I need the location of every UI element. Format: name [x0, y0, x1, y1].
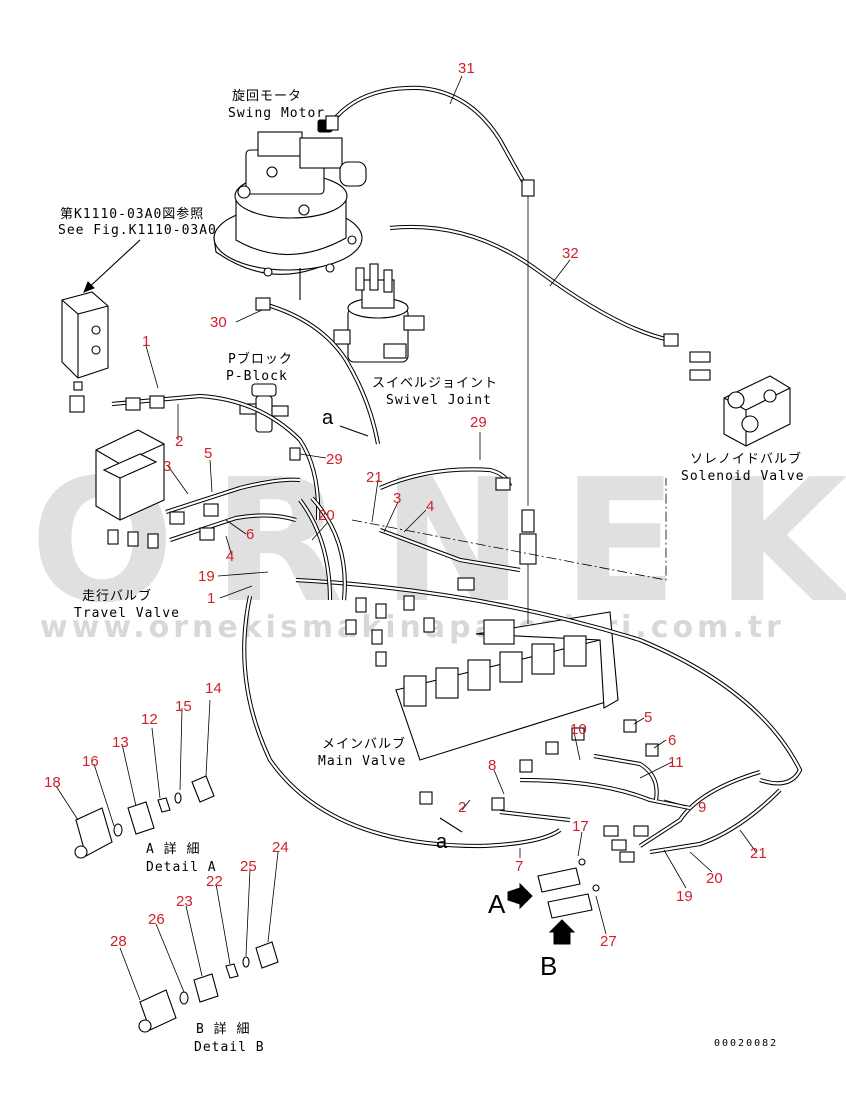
view-arrow-b	[548, 919, 576, 945]
leader-lines	[55, 75, 757, 1001]
swivel-joint-label-jp: スイベルジョイント	[372, 376, 498, 391]
callout-30: 30	[210, 314, 227, 331]
callout-10: 10	[570, 721, 587, 738]
p-block-label-jp: Pブロック	[228, 351, 293, 367]
pilot-fitting-lower	[521, 509, 535, 533]
drawing-code: 00020082	[714, 1038, 778, 1049]
callout-18: 18	[44, 774, 61, 791]
callout-15: 15	[175, 698, 192, 715]
detail-a-label-en: Detail A	[146, 860, 217, 875]
callout-29-b: 29	[470, 414, 487, 431]
callout-5-b: 5	[644, 709, 652, 726]
callout-6-a: 6	[246, 526, 254, 543]
callout-14: 14	[205, 680, 222, 697]
callout-17: 17	[572, 818, 589, 835]
detail-b	[138, 941, 279, 1033]
main-valve	[395, 611, 619, 761]
callout-5-a: 5	[204, 445, 212, 462]
callout-4-b: 4	[426, 498, 434, 515]
callout-19-a: 19	[198, 568, 215, 585]
swing-motor-label-jp: 旋回モータ	[232, 89, 302, 104]
solenoid-valve	[689, 351, 791, 447]
callout-6-b: 6	[668, 732, 676, 749]
section-arrow-bottom	[439, 817, 463, 833]
callout-7: 7	[515, 858, 523, 875]
hose-routing	[111, 85, 803, 855]
view-label-b: B	[540, 951, 557, 981]
callout-1-a: 1	[142, 333, 150, 350]
callout-28: 28	[110, 933, 127, 950]
pilot-adapter	[519, 533, 537, 565]
callout-20-a: 20	[318, 507, 335, 524]
callout-12: 12	[141, 711, 158, 728]
section-a-top: a	[322, 407, 334, 429]
callout-1-b: 1	[207, 590, 215, 607]
callout-32: 32	[562, 245, 579, 262]
callout-9: 9	[698, 799, 706, 816]
detail-b-label-en: Detail B	[194, 1040, 265, 1055]
p-block-label-en: P-Block	[226, 369, 288, 384]
callout-13: 13	[112, 734, 129, 751]
section-a-bottom: a	[436, 831, 448, 853]
solenoid-valve-label-jp: ソレノイドバルブ	[690, 451, 802, 467]
callout-21-a: 21	[366, 469, 383, 486]
callout-31: 31	[458, 60, 475, 77]
fittings-row	[125, 395, 659, 863]
swivel-joint-label-en: Swivel Joint	[386, 393, 492, 408]
swivel-joint	[333, 263, 425, 363]
callout-16: 16	[82, 753, 99, 770]
callout-2-a: 2	[175, 433, 183, 450]
coupler-a	[537, 858, 586, 893]
see-fig-label-en: See Fig.K1110-03A0	[58, 223, 217, 238]
swing-motor-label-en: Swing Motor	[228, 106, 325, 121]
callout-3-b: 3	[393, 490, 401, 507]
callout-2-b: 2	[458, 799, 466, 816]
connection-line	[351, 478, 667, 581]
callout-4-a: 4	[226, 548, 234, 565]
callout-26: 26	[148, 911, 165, 928]
watermark-brand: ORNEK	[30, 443, 846, 641]
callout-27: 27	[600, 933, 617, 950]
see-fig-label-jp: 第K1110-03A0図参照	[60, 206, 204, 222]
callout-3-a: 3	[163, 458, 171, 475]
callout-21-b: 21	[750, 845, 767, 862]
view-arrow-a	[507, 882, 533, 910]
main-valve-label-jp: メインバルブ	[322, 736, 406, 752]
callout-20-b: 20	[706, 870, 723, 887]
callout-19-b: 19	[676, 888, 693, 905]
view-label-a: A	[488, 889, 506, 919]
hose-end-31	[325, 115, 339, 131]
solenoid-valve-label-en: Solenoid Valve	[681, 469, 805, 484]
pilot-fitting	[521, 179, 535, 197]
swing-motor	[213, 119, 367, 300]
callout-29-a: 29	[326, 451, 343, 468]
coupler-b	[547, 884, 600, 919]
detail-a-label-jp: A 詳 細	[146, 841, 200, 857]
callout-22: 22	[206, 873, 223, 890]
travel-valve-label-jp: 走行バルブ	[82, 588, 152, 604]
pilot-block	[61, 291, 109, 413]
callout-numbers: 1 1 2 2 3 3 4 4 5 5 6 6 7 8 9 10 11 12 1…	[44, 60, 767, 950]
travel-valve	[95, 429, 165, 549]
callout-24: 24	[272, 839, 289, 856]
travel-valve-label-en: Travel Valve	[74, 606, 180, 621]
detail-a	[74, 775, 215, 859]
hose-end-32	[663, 333, 679, 347]
callout-23: 23	[176, 893, 193, 910]
watermark-url: www.ornekismakinaparcalari.com.tr	[40, 610, 785, 645]
hose-end-30	[255, 297, 271, 311]
detail-b-label-jp: B 詳 細	[196, 1021, 250, 1037]
section-arrow-top	[339, 425, 369, 437]
callout-8: 8	[488, 757, 496, 774]
main-valve-label-en: Main Valve	[318, 754, 406, 769]
callout-11: 11	[668, 754, 684, 771]
callout-25: 25	[240, 858, 257, 875]
